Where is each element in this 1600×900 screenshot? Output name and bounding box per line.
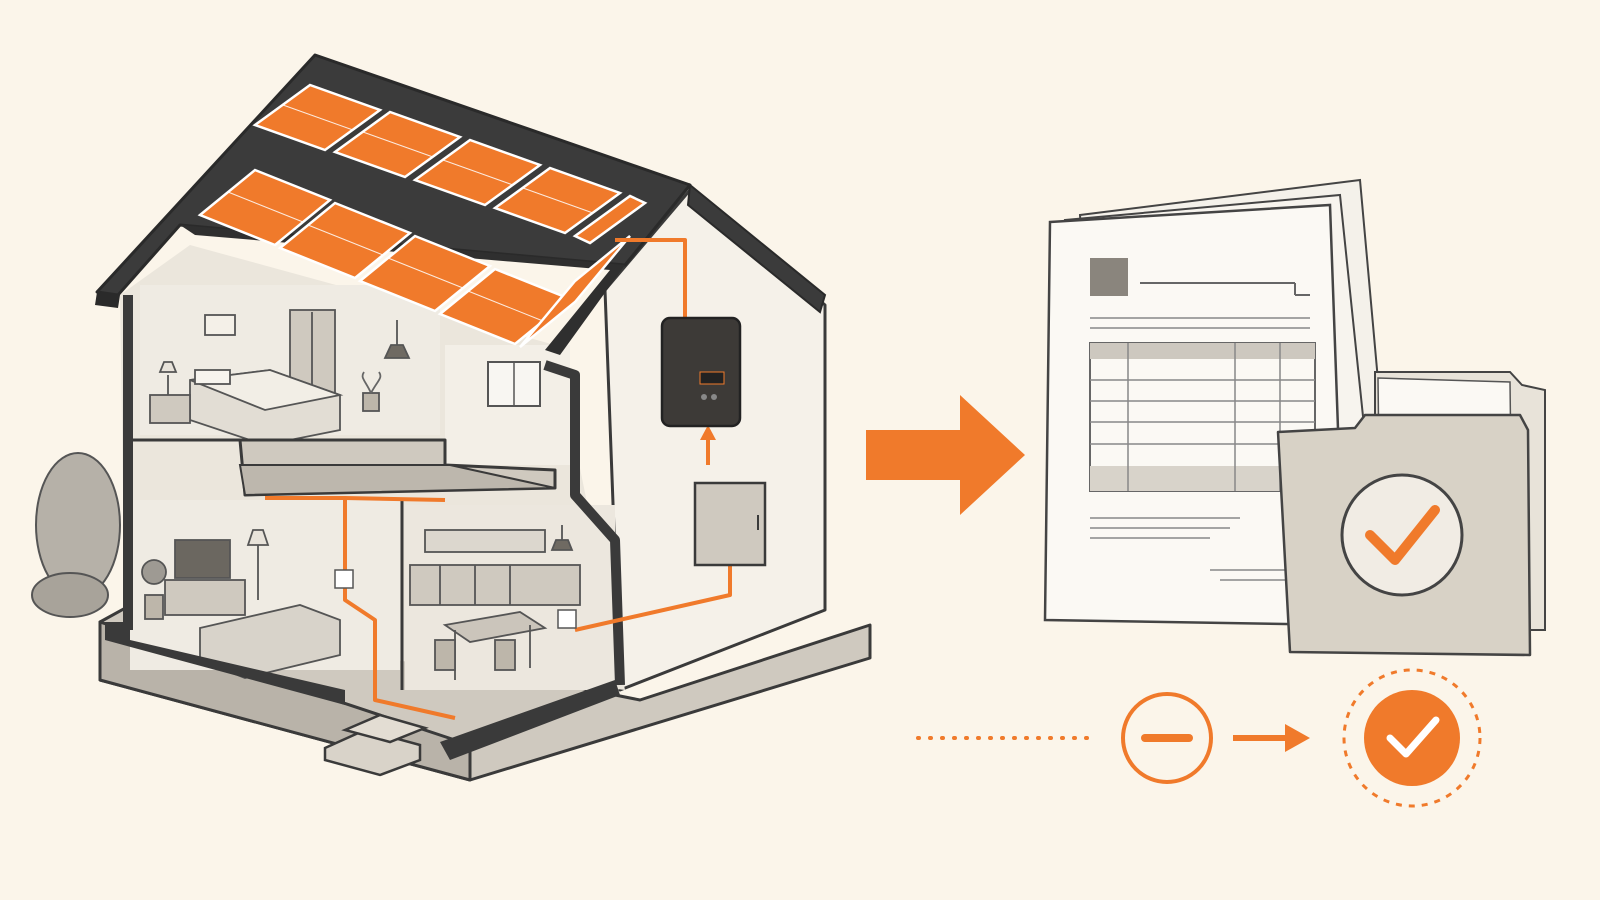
interior-walls: [123, 295, 625, 686]
arrow-right-icon: [1233, 724, 1310, 752]
minus-circle-icon: [1121, 692, 1213, 784]
entrance-steps: [323, 713, 429, 777]
solar-panel: [357, 234, 493, 313]
kitchen-dining: [409, 525, 581, 680]
solar-panel: [277, 201, 413, 280]
status-flow: [916, 668, 1482, 808]
solar-panel: [197, 168, 333, 247]
solar-panels: [197, 83, 648, 348]
arrow-right-icon: [866, 395, 1025, 515]
solar-panel: [519, 235, 631, 348]
wall-outlet: [334, 569, 354, 589]
living-room: [141, 529, 341, 679]
check-circle-icon: [1342, 668, 1482, 808]
tree: [31, 452, 121, 618]
house-cutaway-icon: [31, 53, 872, 782]
distribution-panel: [693, 481, 767, 567]
kitchen-outlet: [557, 609, 577, 629]
check-circle-icon: [1340, 473, 1464, 597]
inverter: [660, 316, 742, 428]
bedroom: [149, 309, 411, 446]
solar-panel: [572, 194, 648, 245]
